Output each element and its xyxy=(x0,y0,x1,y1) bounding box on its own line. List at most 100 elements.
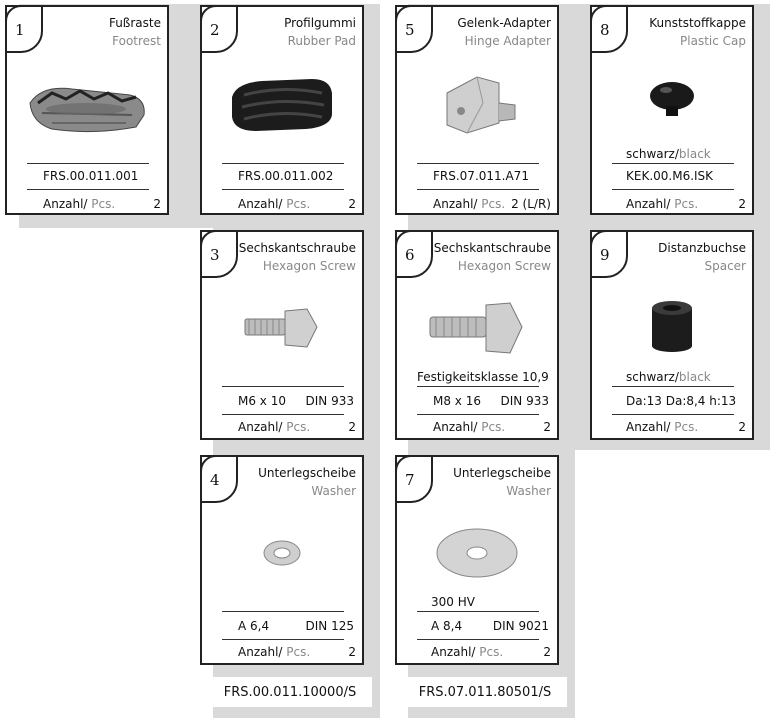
quantity-label-en: Pcs. xyxy=(91,197,116,211)
part-card-plastic-cap: 8 Kunststoffkappe Plastic Cap schwarz/bl… xyxy=(590,5,754,215)
kit-number-2: FRS.07.011.80501/S xyxy=(403,677,567,707)
divider xyxy=(417,189,539,190)
quantity-label-de: Anzahl/ xyxy=(626,420,671,434)
quantity-label-en: Pcs. xyxy=(286,197,311,211)
part-number: 4 xyxy=(210,471,220,489)
part-card-hinge-adapter: 5 Gelenk-Adapter Hinge Adapter FRS.07.01… xyxy=(395,5,559,215)
divider xyxy=(612,414,734,415)
hexagon-screw-image xyxy=(407,284,547,372)
color-label-de: schwarz/ xyxy=(626,147,679,161)
part-card-hexagon-screw-m6: 3 Sechskantschraube Hexagon Screw M6 x 1… xyxy=(200,230,364,440)
part-card-spacer: 9 Distanzbuchse Spacer schwarz/black Da:… xyxy=(590,230,754,440)
divider xyxy=(27,189,149,190)
part-number: 8 xyxy=(600,21,610,39)
part-name-de: Fußraste xyxy=(108,16,161,30)
quantity-label: Anzahl/ Pcs. xyxy=(238,197,310,211)
number-tab: 9 xyxy=(590,230,628,278)
part-name-de: Gelenk-Adapter xyxy=(457,16,551,30)
part-name-en: Spacer xyxy=(704,259,746,273)
quantity-value: 2 xyxy=(543,645,551,659)
quantity-label-de: Anzahl/ xyxy=(238,197,283,211)
part-name-en: Washer xyxy=(311,484,356,498)
number-tab: 8 xyxy=(590,5,628,53)
quantity-label: Anzahl/ Pcs. xyxy=(433,197,505,211)
quantity-label: Anzahl/ Pcs. xyxy=(433,420,505,434)
quantity-label-en: Pcs. xyxy=(286,645,311,659)
part-name-de: Sechskantschraube xyxy=(433,241,551,255)
number-tab: 3 xyxy=(200,230,238,278)
quantity-label-de: Anzahl/ xyxy=(43,197,88,211)
quantity-value: 2 xyxy=(348,197,356,211)
divider xyxy=(417,386,539,387)
part-name-en: Footrest xyxy=(112,34,161,48)
part-card-hexagon-screw-m8: 6 Sechskantschraube Hexagon Screw Festig… xyxy=(395,230,559,440)
quantity-label-en: Pcs. xyxy=(674,197,699,211)
part-name-de: Kunststoffkappe xyxy=(649,16,746,30)
part-name-en: Hinge Adapter xyxy=(464,34,551,48)
part-card-washer-a84: 7 Unterlegscheibe Washer 300 HV A 8,4 DI… xyxy=(395,455,559,665)
quantity-label: Anzahl/ Pcs. xyxy=(626,420,698,434)
color-label-en: black xyxy=(678,147,711,161)
divider xyxy=(222,386,344,387)
number-tab: 2 xyxy=(200,5,238,53)
part-number: 7 xyxy=(405,471,415,489)
divider xyxy=(612,163,734,164)
part-name-en: Hexagon Screw xyxy=(457,259,551,273)
washer-image xyxy=(212,509,352,597)
number-tab: 1 xyxy=(5,5,43,53)
color-label: schwarz/black xyxy=(626,370,711,384)
kit-number-1: FRS.00.011.10000/S xyxy=(208,677,372,707)
article-number: KEK.00.M6.ISK xyxy=(626,169,714,183)
part-card-footrest: 1 Fußraste Footrest FRS.00.011.001 Anzah… xyxy=(5,5,169,215)
quantity-label: Anzahl/ Pcs. xyxy=(431,645,503,659)
number-tab: 6 xyxy=(395,230,433,278)
part-number: 6 xyxy=(405,246,415,264)
norm-label: DIN 933 xyxy=(305,394,354,408)
quantity-value: 2 xyxy=(543,420,551,434)
quantity-label-de: Anzahl/ xyxy=(433,420,478,434)
quantity-label-en: Pcs. xyxy=(286,420,311,434)
divider xyxy=(612,189,734,190)
rubber-pad-image xyxy=(212,59,352,147)
quantity-label-en: Pcs. xyxy=(674,420,699,434)
part-name-en: Rubber Pad xyxy=(287,34,356,48)
quantity-label: Anzahl/ Pcs. xyxy=(238,645,310,659)
color-label-en: black xyxy=(678,370,711,384)
size-label: A 6,4 xyxy=(238,619,270,633)
part-name-en: Plastic Cap xyxy=(680,34,746,48)
norm-label: DIN 933 xyxy=(500,394,549,408)
divider xyxy=(222,163,344,164)
quantity-label-de: Anzahl/ xyxy=(626,197,671,211)
divider xyxy=(417,611,539,612)
part-name-de: Profilgummi xyxy=(284,16,356,30)
color-label-de: schwarz/ xyxy=(626,370,679,384)
divider xyxy=(612,386,734,387)
quantity-value: 2 xyxy=(348,420,356,434)
quantity-label-de: Anzahl/ xyxy=(238,420,283,434)
quantity-label-en: Pcs. xyxy=(481,197,506,211)
quantity-value: 2 xyxy=(153,197,161,211)
part-card-washer-a64: 4 Unterlegscheibe Washer A 6,4 DIN 125 A… xyxy=(200,455,364,665)
number-tab: 7 xyxy=(395,455,433,503)
part-number: 1 xyxy=(15,21,25,39)
divider xyxy=(222,639,344,640)
part-name-de: Unterlegscheibe xyxy=(258,466,356,480)
quantity-label-de: Anzahl/ xyxy=(238,645,283,659)
quantity-label-en: Pcs. xyxy=(481,420,506,434)
part-name-en: Hexagon Screw xyxy=(262,259,356,273)
part-card-rubber-pad: 2 Profilgummi Rubber Pad FRS.00.011.002 … xyxy=(200,5,364,215)
quantity-value: 2 (L/R) xyxy=(511,197,551,211)
strength-class-note: Festigkeitsklasse 10,9 xyxy=(417,370,549,384)
quantity-label-de: Anzahl/ xyxy=(431,645,476,659)
number-tab: 4 xyxy=(200,455,238,503)
hexagon-screw-image xyxy=(212,284,352,372)
quantity-value: 2 xyxy=(738,420,746,434)
quantity-label-en: Pcs. xyxy=(479,645,504,659)
article-number: FRS.00.011.002 xyxy=(238,169,334,183)
number-tab: 5 xyxy=(395,5,433,53)
quantity-label: Anzahl/ Pcs. xyxy=(626,197,698,211)
part-number: 2 xyxy=(210,21,220,39)
part-name-en: Washer xyxy=(506,484,551,498)
divider xyxy=(222,611,344,612)
hardness-note: 300 HV xyxy=(431,595,475,609)
